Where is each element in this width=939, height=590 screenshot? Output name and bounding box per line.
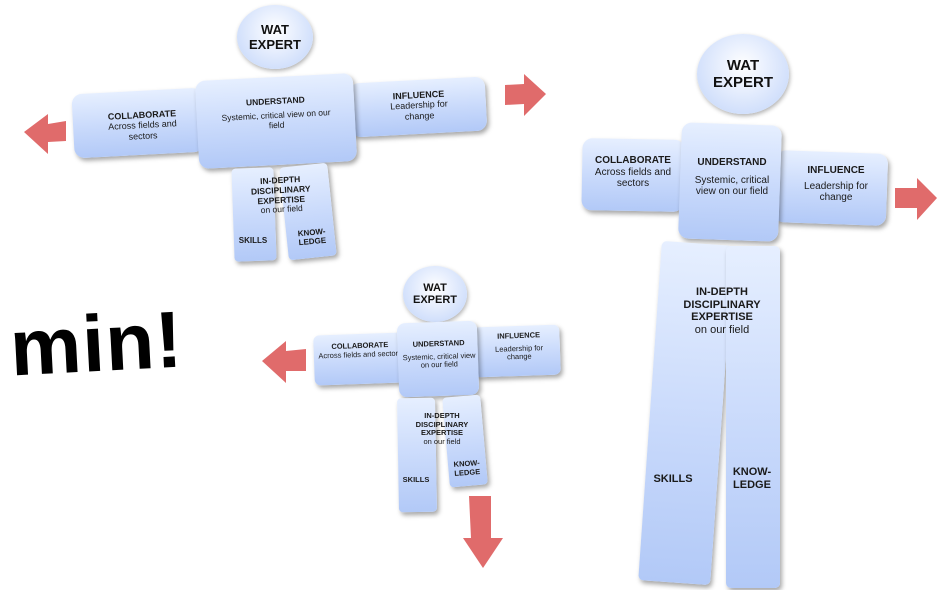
figure-2-understand-title: UNDERSTAND xyxy=(697,157,767,168)
figure-1-arrow-left-icon xyxy=(24,114,66,154)
figure-1-skills: SKILLS xyxy=(238,236,268,245)
figure-3-expertise: IN-DEPTH DISCIPLINARY EXPERTISE on our f… xyxy=(404,411,480,447)
figure-3-understand-sub: Systemic, critical view on our field xyxy=(402,350,476,370)
figure-1-understand: UNDERSTAND Systemic, critical view on ou… xyxy=(219,94,333,133)
figure-3-knowledge: KNOW-LEDGE xyxy=(453,458,481,478)
figure-2-collaborate-sub: Across fields and sectors xyxy=(594,166,672,190)
figure-2-expertise-sub: on our field xyxy=(694,323,750,336)
figure-2-expertise: IN-DEPTH DISCIPLINARY EXPERTISE on our f… xyxy=(676,286,768,337)
figure-2-head: WAT EXPERT xyxy=(697,34,789,114)
figure-1-knowledge: KNOW-LEDGE xyxy=(297,226,327,248)
figure-2-understand: UNDERSTAND Systemic, critical view on ou… xyxy=(688,157,776,198)
figure-3-understand-title: UNDERSTAND xyxy=(412,338,465,349)
figure-3-arrow-down-icon xyxy=(463,496,503,568)
figure-2-influence-title: INFLUENCE xyxy=(807,165,865,176)
figure-2-understand-sub: Systemic, critical view on our field xyxy=(694,174,770,198)
figure-2-influence: INFLUENCE Leadership for change xyxy=(790,165,882,204)
figure-2-influence-sub: Leadership for change xyxy=(804,180,868,204)
figure-1-head: WAT EXPERT xyxy=(237,5,313,69)
figure-1-expertise: IN-DEPTH DISCIPLINARY EXPERTISE on our f… xyxy=(235,174,327,218)
figure-3-influence-title: INFLUENCE xyxy=(496,330,541,341)
figure-2-knowledge: KNOW-LEDGE xyxy=(732,466,772,491)
figure-2-collaborate: COLLABORATE Across fields and sectors xyxy=(586,155,680,190)
figure-2-expertise-title: IN-DEPTH DISCIPLINARY EXPERTISE xyxy=(683,286,761,324)
figure-1-collaborate: COLLABORATE Across fields and sectors xyxy=(94,108,190,144)
figure-3-influence-sub: Leadership for change xyxy=(494,342,544,362)
figure-3-arrow-left-icon xyxy=(262,341,306,383)
figure-3-understand: UNDERSTAND Systemic, critical view on ou… xyxy=(402,338,477,371)
figure-2-head-label: WAT EXPERT xyxy=(712,57,773,91)
figure-2-collaborate-title: COLLABORATE xyxy=(595,155,671,166)
figure-2-arrow-right-icon xyxy=(895,178,937,220)
figure-3-expertise-title: IN-DEPTH DISCIPLINARY EXPERTISE xyxy=(415,411,469,438)
figure-3-collaborate: COLLABORATE Across fields and sectors xyxy=(318,340,403,361)
figure-3-expertise-sub: on our field xyxy=(423,436,461,446)
partial-heading-text: min! xyxy=(7,294,186,393)
figure-1-arrow-right-icon xyxy=(505,74,546,116)
figure-1-head-label: WAT EXPERT xyxy=(248,22,301,52)
figure-2-leg-right xyxy=(726,246,780,588)
figure-1-influence: INFLUENCE Leadership for change xyxy=(374,88,464,124)
figure-2-skills: SKILLS xyxy=(653,473,693,485)
figure-1-expertise-title: IN-DEPTH DISCIPLINARY EXPERTISE xyxy=(250,173,311,206)
figure-3-influence: INFLUENCE Leadership for change xyxy=(482,330,557,363)
figure-3-head-label: WAT EXPERT xyxy=(412,282,457,306)
figure-3-skills: SKILLS xyxy=(402,475,430,484)
figure-3-head: WAT EXPERT xyxy=(403,266,467,322)
